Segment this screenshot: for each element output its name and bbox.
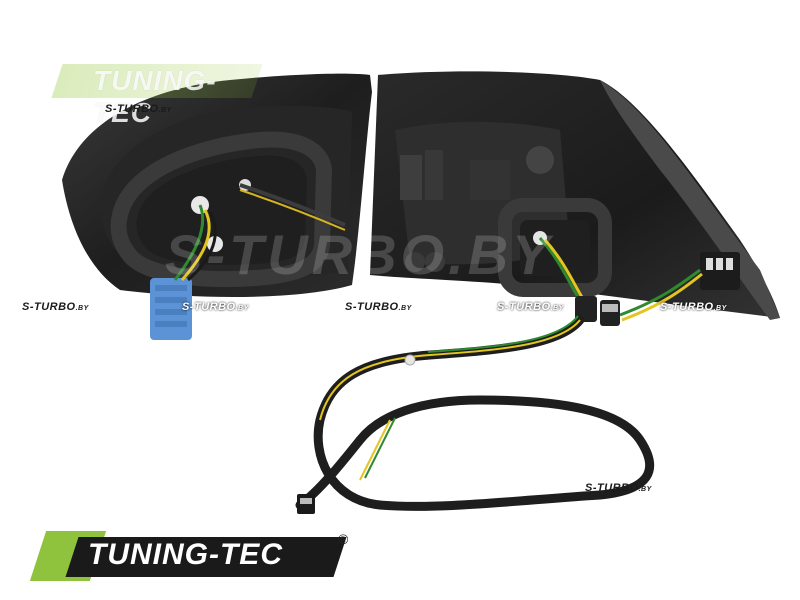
top-logo-text: TUNING-TEC	[93, 65, 217, 128]
center-watermark: S-TURBO.BY	[165, 223, 554, 286]
watermark-top-sub: S-TURBO.BY	[105, 103, 172, 115]
registered-mark: ®	[338, 531, 349, 547]
bottom-brand-logo: TUNING-TEC ®	[29, 531, 358, 583]
watermark-suffix: .BY	[398, 305, 412, 312]
watermark-row-5: S-TURBO.BY	[660, 301, 727, 313]
watermark-text: S-TURBO	[105, 103, 159, 115]
top-brand-logo: TUNING-TEC	[51, 60, 272, 128]
watermark-text: S-TURBO	[660, 301, 714, 313]
watermark-text: S-TURBO	[345, 301, 399, 313]
watermark-suffix: .BY	[235, 305, 249, 312]
watermark-suffix: .BY	[75, 305, 89, 312]
watermark-text: S-TURBO	[182, 301, 236, 313]
logo-text: TUNING-TEC	[88, 538, 283, 571]
watermark-row-6: S-TURBO.BY	[585, 482, 652, 494]
watermark-text: S-TURBO	[585, 482, 639, 494]
watermark-row-4: S-TURBO.BY	[497, 301, 564, 313]
watermark-suffix: .BY	[550, 305, 564, 312]
watermark-text: S-TURBO	[22, 301, 76, 313]
watermark-suffix: .BY	[638, 486, 652, 493]
wiring-harness	[295, 315, 654, 514]
watermark-text: S-TURBO	[497, 301, 551, 313]
right-tail-light	[370, 71, 780, 326]
watermark-row-2: S-TURBO.BY	[182, 301, 249, 313]
watermark-row-3: S-TURBO.BY	[345, 301, 412, 313]
watermark-row-1: S-TURBO.BY	[22, 301, 89, 313]
left-tail-light	[62, 73, 372, 340]
watermark-suffix: .BY	[158, 107, 172, 114]
watermark-suffix: .BY	[713, 305, 727, 312]
